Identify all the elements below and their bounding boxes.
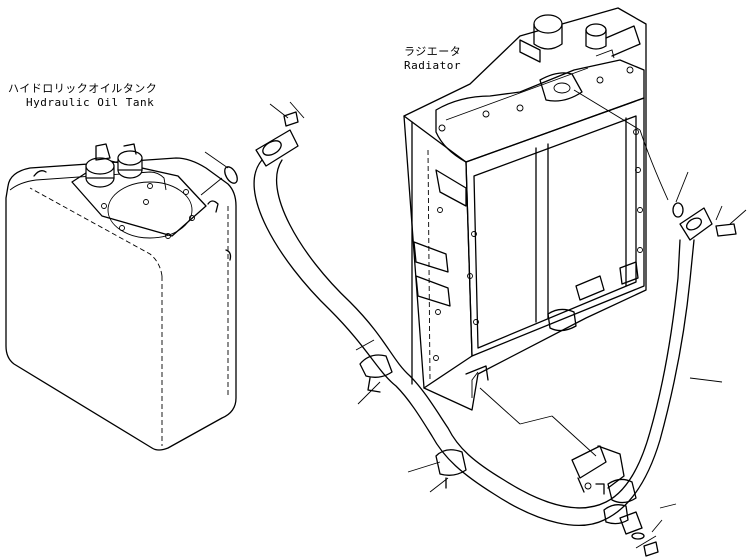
radiator-o-ring (672, 171, 689, 218)
hose-flange-bolt-1 (269, 101, 305, 127)
hose-clamp-bracket (571, 445, 643, 535)
radiator (403, 7, 647, 411)
hose-flange-bolt-2 (715, 205, 747, 237)
part-leader-lines (479, 89, 723, 509)
hose-clamp-lower (407, 449, 467, 493)
tank-label-en: Hydraulic Oil Tank (26, 96, 155, 109)
hydraulic-oil-tank (5, 143, 237, 451)
hose-flange-tank-side (255, 129, 299, 167)
hose-flange-radiator-side (679, 207, 713, 241)
clamp-bolts-and-washers (584, 482, 663, 557)
radiator-mounting-brackets (413, 169, 639, 381)
tank-side-bracket (225, 249, 232, 261)
tank-outlet-port (207, 200, 219, 213)
radiator-cooler-port (539, 72, 583, 102)
radiator-filler-neck (519, 14, 641, 63)
radiator-label-en: Radiator (404, 59, 461, 72)
tank-filler-cap (85, 143, 143, 188)
hose-clamp-upper (355, 339, 393, 405)
tank-cover-bolts (101, 183, 195, 239)
hydraulic-hose (253, 129, 713, 526)
tank-o-ring (200, 151, 238, 196)
radiator-label-jp: ラジエータ (404, 45, 462, 58)
tank-label-jp: ハイドロリックオイルタンク (8, 82, 158, 95)
radiator-bolts (433, 66, 643, 361)
